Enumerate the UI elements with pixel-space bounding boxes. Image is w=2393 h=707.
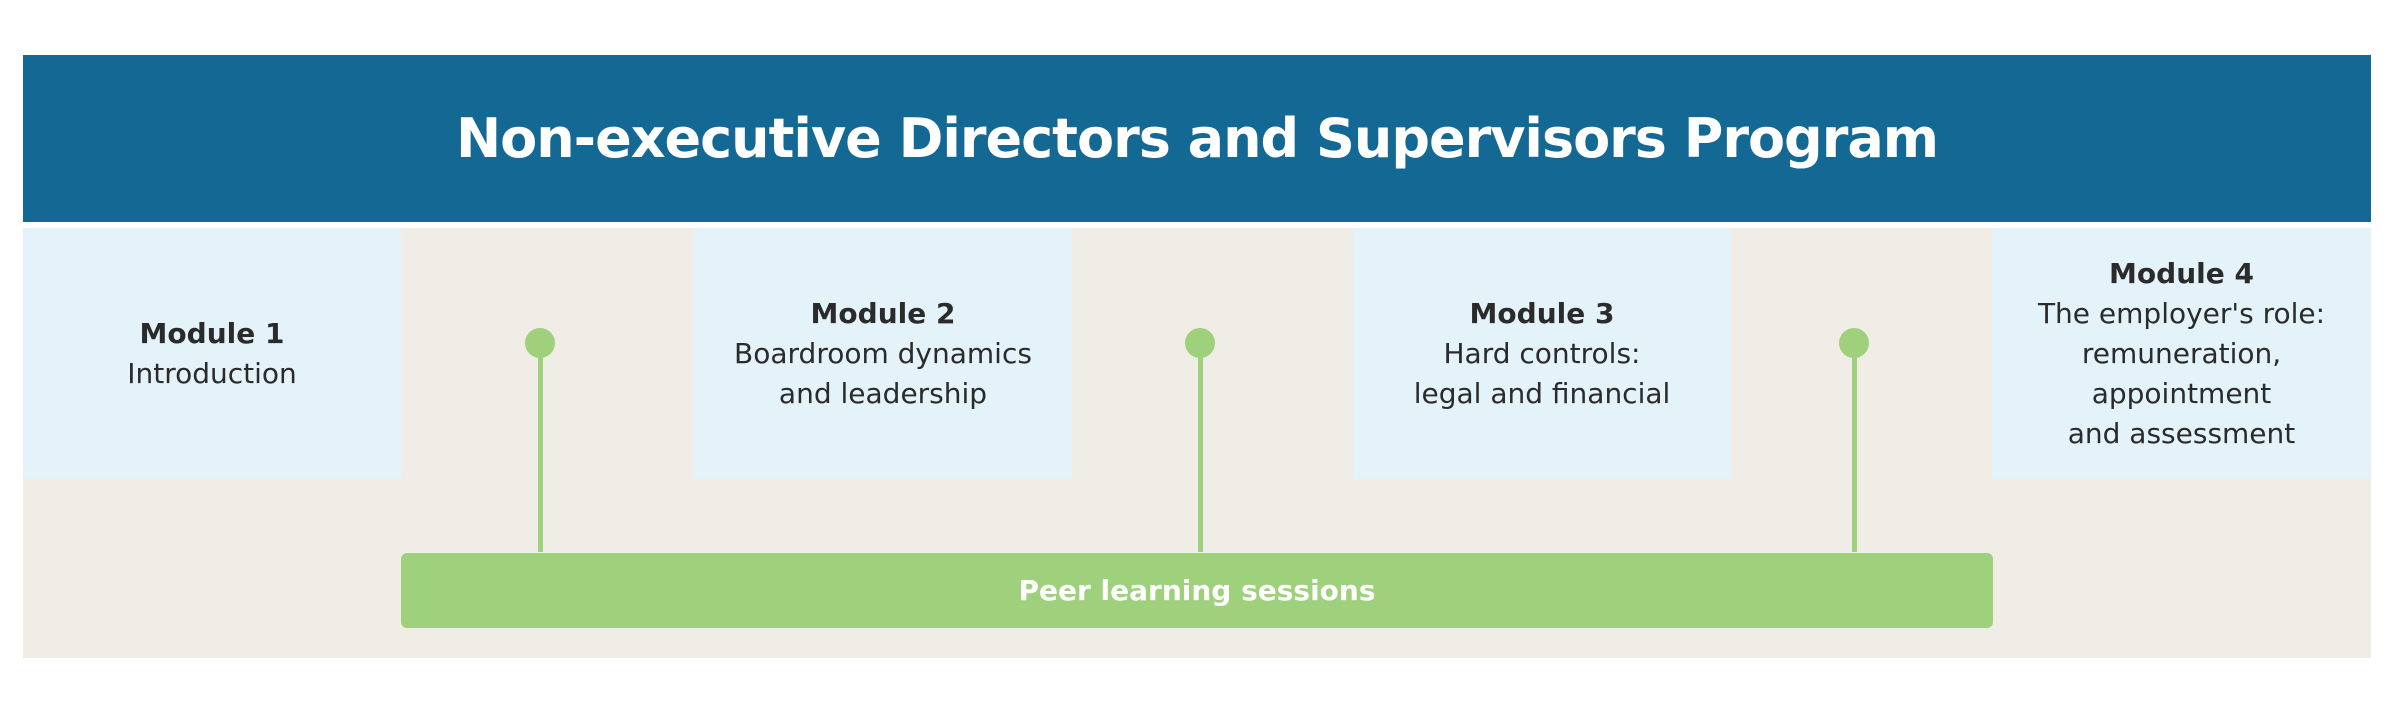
peer-session-connector-2 — [1185, 328, 1215, 552]
peer-learning-bar: Peer learning sessions — [401, 553, 1993, 628]
module-4-heading: Module 4 — [2109, 256, 2254, 290]
connector-line — [1852, 343, 1857, 552]
peer-session-connector-1 — [525, 328, 555, 552]
peer-session-connector-3 — [1839, 328, 1869, 552]
program-title: Non-executive Directors and Supervisors … — [455, 107, 1939, 170]
module-2-heading: Module 2 — [810, 296, 956, 330]
module-3-box: Module 3 Hard controls: legal and financ… — [1353, 228, 1731, 479]
module-2-description: Boardroom dynamics and leadership — [734, 336, 1032, 410]
module-1-heading: Module 1 — [139, 316, 285, 350]
connector-line — [1198, 343, 1203, 552]
module-4-box: Module 4 The employer's role: remunerati… — [1992, 228, 2371, 479]
module-3-heading: Module 3 — [1469, 296, 1615, 330]
module-2-box: Module 2 Boardroom dynamics and leadersh… — [694, 228, 1072, 479]
module-1-description: Introduction — [127, 356, 297, 390]
module-3-description: Hard controls: legal and financial — [1413, 336, 1671, 410]
program-header: Non-executive Directors and Supervisors … — [23, 55, 2371, 222]
module-4-description: The employer's role: remuneration, appoi… — [2037, 296, 2326, 450]
peer-learning-label: Peer learning sessions — [1018, 574, 1376, 607]
connector-line — [538, 343, 543, 552]
module-1-box: Module 1 Introduction — [23, 228, 401, 479]
